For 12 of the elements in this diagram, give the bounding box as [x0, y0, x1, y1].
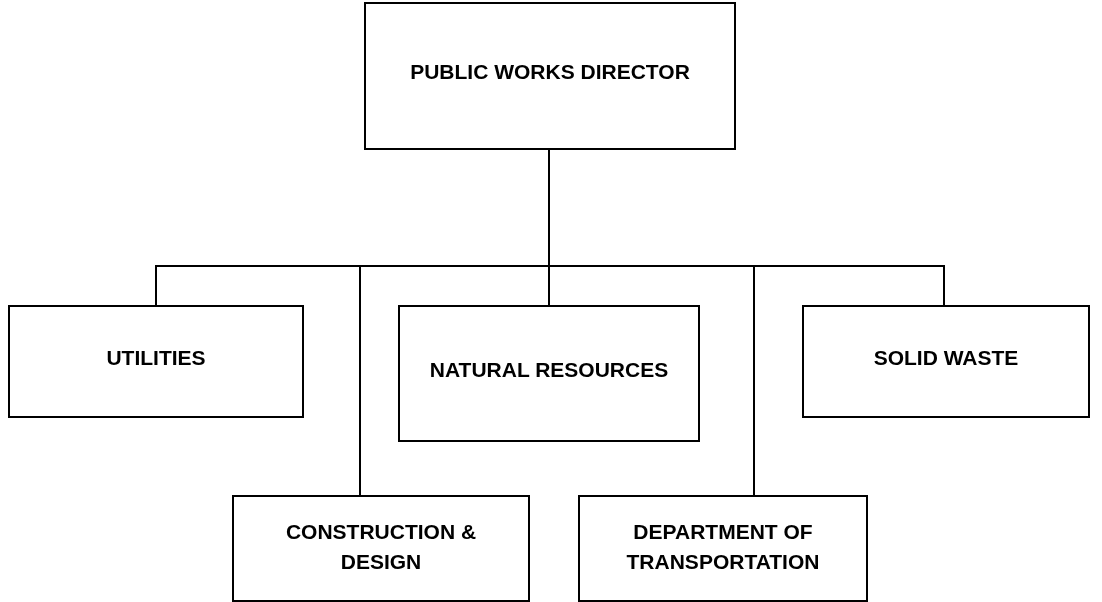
node-label: UTILITIES	[105, 344, 207, 371]
department-box	[398, 305, 700, 442]
director-box	[364, 2, 736, 150]
department-box	[232, 495, 530, 602]
node-label: NATURAL RESOURCES	[428, 356, 670, 383]
node-label: DEPARTMENT OF TRANSPORTATION	[625, 518, 821, 575]
node-label: PUBLIC WORKS DIRECTOR	[409, 59, 691, 85]
department-box	[8, 305, 304, 418]
node-label: SOLID WASTE	[872, 344, 1020, 371]
node-label: CONSTRUCTION & DESIGN	[284, 518, 478, 575]
department-box	[802, 305, 1090, 418]
department-box	[578, 495, 868, 602]
